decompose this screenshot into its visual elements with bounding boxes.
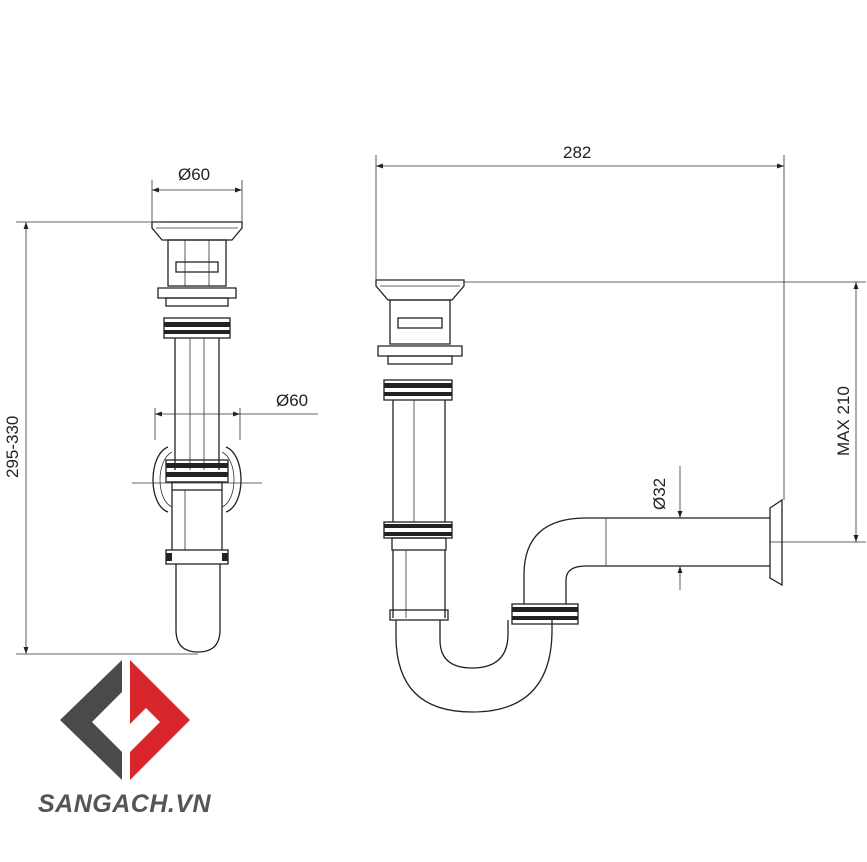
dimension-left-height: 295-330 [3,221,198,655]
dim-right-max-height: MAX 210 [834,386,853,456]
front-view-drain [132,221,262,653]
dimension-left-top: Ø60 [151,165,243,222]
brand-logo: SANGACH.VN [38,660,212,818]
side-view-p-trap [375,279,866,713]
dim-left-mid-diameter: Ø60 [276,391,308,410]
dimension-right-width: 282 [375,143,785,500]
logo-g-shape [130,660,190,780]
dim-left-top-diameter: Ø60 [178,165,210,184]
dim-right-pipe-diameter: Ø32 [650,478,669,510]
dim-left-height: 295-330 [3,416,22,478]
brand-name: SANGACH.VN [38,790,212,818]
dimension-right-height: MAX 210 [464,281,866,542]
dimension-left-mid: Ø60 [154,391,318,440]
dim-right-width: 282 [563,143,591,162]
logo-s-shape [60,660,122,780]
dimension-right-pipe: Ø32 [650,466,683,590]
